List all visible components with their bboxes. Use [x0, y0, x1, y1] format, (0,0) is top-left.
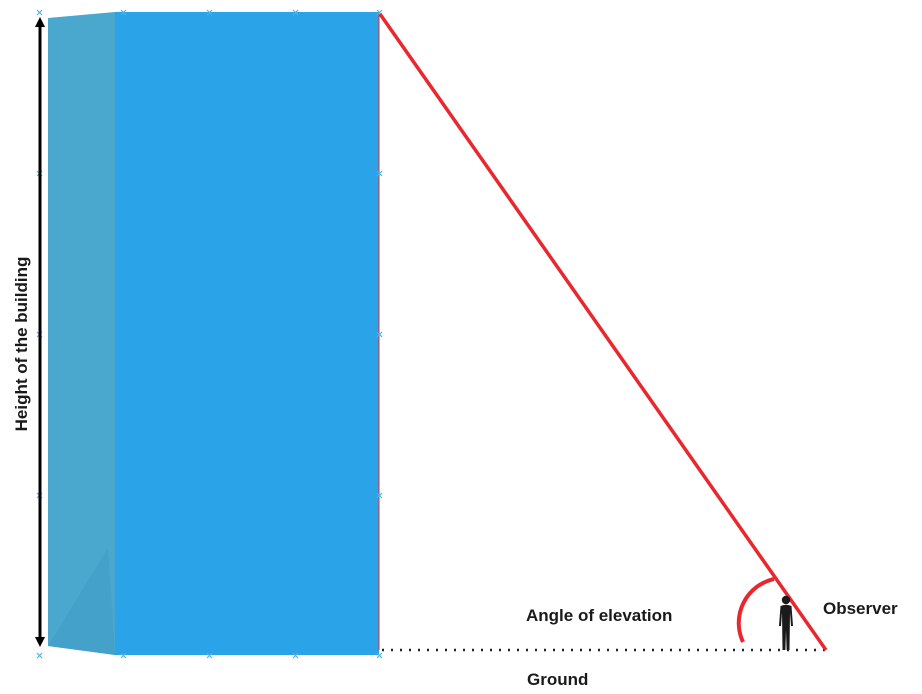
building-front-face [115, 12, 379, 655]
observer-label: Observer [823, 599, 898, 618]
angle-arc [736, 577, 775, 643]
ground-label: Ground [527, 670, 588, 689]
building-side-shade [48, 548, 115, 655]
height-label: Height of the building [12, 257, 31, 432]
observer-icon [779, 595, 793, 650]
line-of-sight [378, 12, 828, 652]
angle-label: Angle of elevation [526, 606, 672, 625]
building-side-face [48, 12, 115, 655]
